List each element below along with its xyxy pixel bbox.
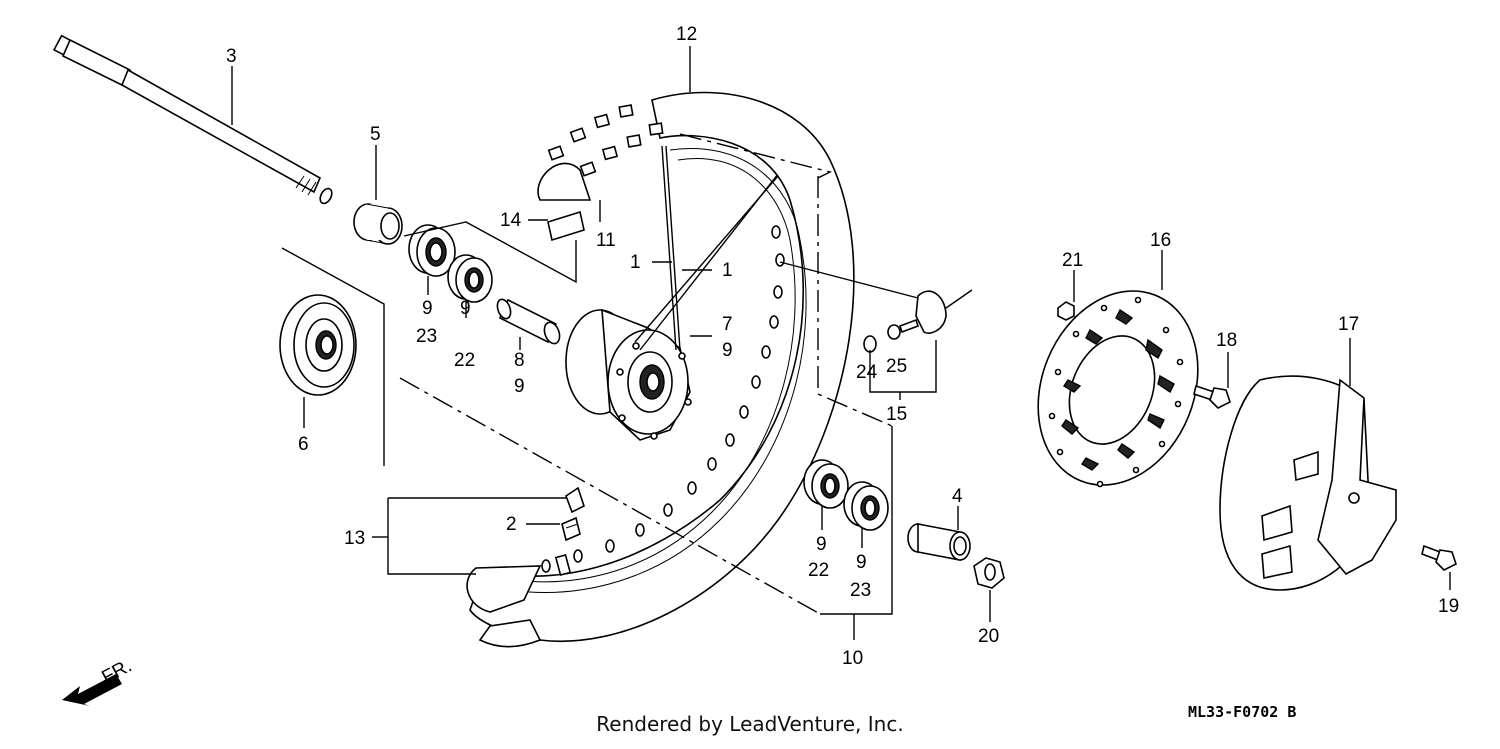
callout-24[interactable]: 24 bbox=[856, 362, 878, 383]
callout-23b[interactable]: 23 bbox=[850, 580, 871, 601]
valve-stem-part[interactable] bbox=[554, 554, 572, 576]
callout-20[interactable]: 20 bbox=[978, 626, 999, 647]
callout-1b[interactable]: 1 bbox=[722, 260, 733, 281]
callout-2[interactable]: 2 bbox=[506, 514, 517, 535]
distance-collar-part[interactable] bbox=[495, 298, 562, 346]
rim-and-tire[interactable] bbox=[466, 91, 855, 648]
callout-8-sub[interactable]: 9 bbox=[514, 376, 525, 397]
bearing-right-inner[interactable] bbox=[803, 459, 849, 509]
bearing-left-inner[interactable] bbox=[447, 254, 493, 303]
callout-10[interactable]: 10 bbox=[842, 648, 863, 669]
collar-part[interactable] bbox=[353, 203, 403, 245]
hub-part[interactable] bbox=[565, 308, 692, 441]
brake-disc-part[interactable] bbox=[1010, 267, 1226, 509]
cover-bolt-upper-part[interactable] bbox=[1193, 384, 1231, 409]
callout-4[interactable]: 4 bbox=[952, 486, 963, 507]
callout-11[interactable]: 11 bbox=[596, 230, 616, 251]
axle-nut-part[interactable] bbox=[973, 557, 1005, 589]
weight-washer bbox=[887, 324, 901, 340]
callout-5[interactable]: 5 bbox=[370, 124, 381, 145]
side-collar-part[interactable] bbox=[907, 523, 971, 561]
callout-18[interactable]: 18 bbox=[1216, 330, 1237, 351]
front-direction-arrow-icon bbox=[62, 674, 122, 706]
footer-credit: Rendered by LeadVenture, Inc. bbox=[596, 712, 904, 736]
callout-21[interactable]: 21 bbox=[1062, 250, 1083, 271]
cover-bolt-lower-visible[interactable] bbox=[1421, 544, 1457, 571]
callout-7-sub[interactable]: 9 bbox=[722, 340, 733, 361]
balance-weight-part[interactable] bbox=[863, 290, 947, 353]
callout-12[interactable]: 12 bbox=[676, 24, 697, 45]
callout-22a[interactable]: 22 bbox=[454, 350, 475, 371]
callout-9a[interactable]: 9 bbox=[422, 298, 433, 319]
callout-13[interactable]: 13 bbox=[344, 528, 365, 549]
callout-7[interactable]: 7 bbox=[722, 314, 733, 335]
callout-19[interactable]: 19 bbox=[1438, 596, 1459, 617]
diagram-code: ML33-F0702 B bbox=[1188, 703, 1297, 721]
callout-16[interactable]: 16 bbox=[1150, 230, 1171, 251]
callout-8[interactable]: 8 bbox=[514, 350, 525, 371]
spoke-inner[interactable] bbox=[661, 145, 677, 351]
valve-cap-part[interactable] bbox=[565, 486, 585, 514]
callout-6[interactable]: 6 bbox=[298, 434, 309, 455]
rim-band-part[interactable] bbox=[547, 210, 585, 242]
bearing-left-outer[interactable] bbox=[408, 224, 456, 277]
disc-bolt-part[interactable] bbox=[1057, 301, 1075, 321]
callout-15[interactable]: 15 bbox=[886, 404, 907, 425]
callout-17[interactable]: 17 bbox=[1338, 314, 1359, 335]
weight-nut bbox=[863, 335, 877, 353]
axle-part[interactable] bbox=[52, 34, 334, 206]
callout-9d[interactable]: 9 bbox=[856, 552, 867, 573]
callout-14[interactable]: 14 bbox=[500, 210, 522, 231]
callout-22b[interactable]: 22 bbox=[808, 560, 829, 581]
dust-seal-part[interactable] bbox=[279, 294, 357, 396]
valve-nut-part[interactable] bbox=[561, 516, 581, 542]
bearing-right-outer[interactable] bbox=[843, 481, 889, 531]
callout-3[interactable]: 3 bbox=[226, 46, 237, 67]
disc-cover-part[interactable] bbox=[1219, 375, 1397, 591]
callout-25[interactable]: 25 bbox=[886, 356, 907, 377]
callout-1a[interactable]: 1 bbox=[630, 252, 641, 273]
callout-23a[interactable]: 23 bbox=[416, 326, 437, 347]
callout-9b[interactable]: 9 bbox=[460, 298, 471, 319]
callout-9c[interactable]: 9 bbox=[816, 534, 827, 555]
